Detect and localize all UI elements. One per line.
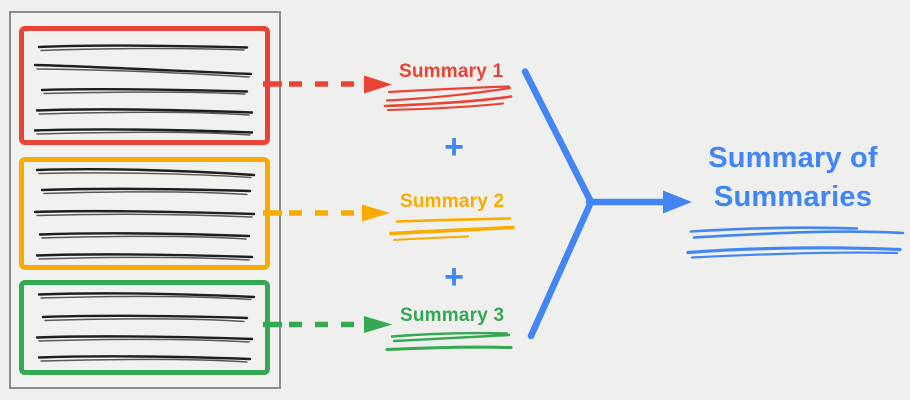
orange-dashed-arrow	[263, 204, 390, 222]
merge-arrowhead	[663, 190, 692, 214]
plus-operator-2: +	[444, 258, 464, 296]
summary-2-scribble	[389, 217, 515, 241]
source-document	[9, 11, 281, 389]
document-section-3	[19, 280, 270, 375]
summary-1-scribble	[383, 85, 513, 111]
result-scribble	[686, 226, 905, 259]
summary-1-label: Summary 1	[399, 61, 504, 82]
merge-lines	[521, 68, 668, 340]
green-dashed-arrow	[263, 316, 392, 333]
summary-of-summaries-label: Summary of Summaries	[708, 142, 878, 213]
section-1-text-scribbles	[33, 44, 254, 136]
summary-3-label: Summary 3	[400, 305, 505, 326]
document-section-1	[19, 26, 270, 145]
summary-3-scribble	[385, 331, 513, 351]
plus-operator-1: +	[444, 128, 464, 166]
red-dashed-arrow	[263, 75, 392, 94]
summary-2-label: Summary 2	[400, 191, 505, 212]
section-2-text-scribbles	[33, 168, 256, 261]
section-3-text-scribbles	[35, 292, 256, 363]
